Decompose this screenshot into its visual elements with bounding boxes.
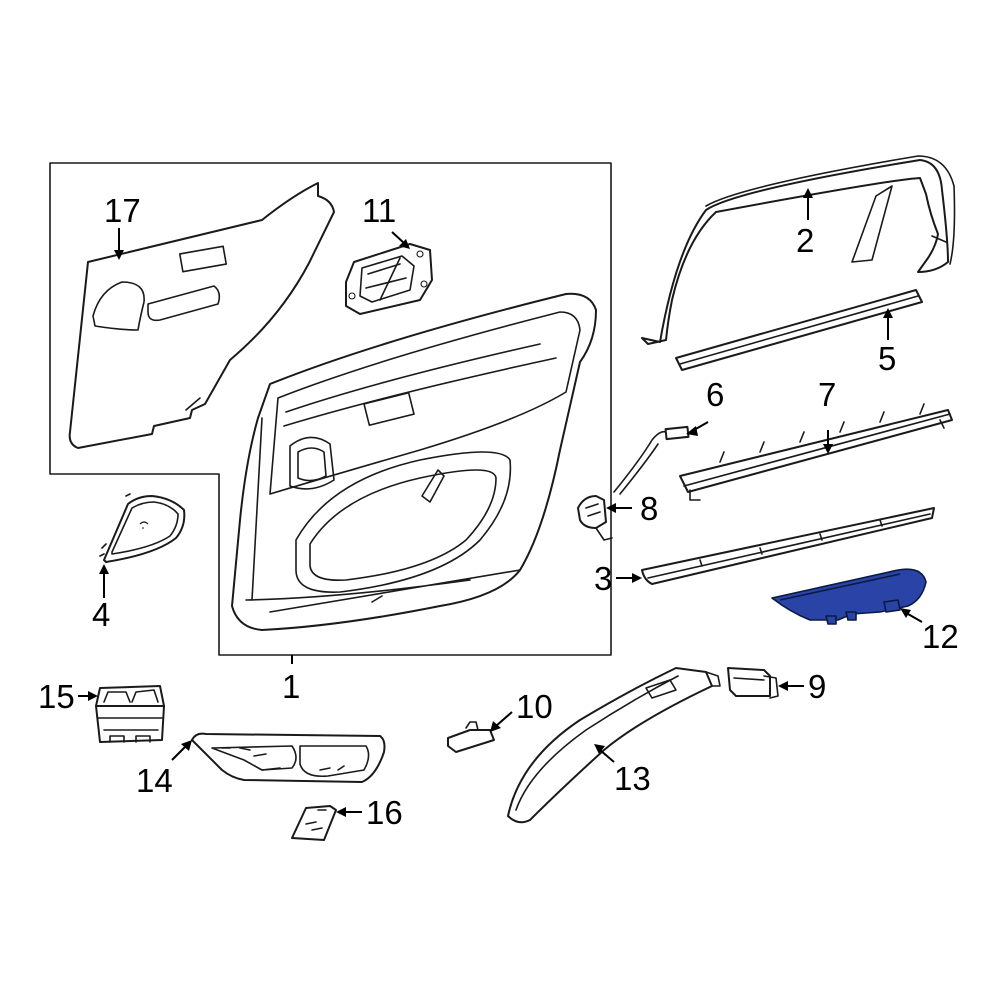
part-6-cable[interactable] <box>613 425 690 495</box>
callout-3: 3 <box>594 560 612 597</box>
part-3-lower-strip[interactable] <box>641 507 935 585</box>
assembly-outline <box>49 162 612 656</box>
callout-8: 8 <box>640 490 658 527</box>
part-13-pillar-trim[interactable] <box>507 667 721 824</box>
callout-9: 9 <box>808 668 826 705</box>
callout-12: 12 <box>922 618 959 655</box>
callout-2: 2 <box>796 222 814 259</box>
part-14-switch-bezel[interactable] <box>191 732 386 783</box>
callout-13: 13 <box>614 760 651 797</box>
leader-lines <box>78 188 923 817</box>
part-5-belt-seal[interactable] <box>675 289 923 371</box>
part-9-connector[interactable] <box>727 667 779 699</box>
part-12-armrest-cover[interactable] <box>771 568 927 625</box>
part-10-clip[interactable] <box>447 721 495 753</box>
part-4-speaker-grille[interactable] <box>99 493 186 563</box>
callout-1: 1 <box>282 668 300 705</box>
callout-16: 16 <box>366 794 403 831</box>
part-16-clip[interactable] <box>291 805 337 841</box>
part-1-door-panel[interactable] <box>231 292 597 631</box>
callout-11: 11 <box>362 192 396 229</box>
part-7-armrest-trim[interactable] <box>679 403 953 501</box>
callout-14: 14 <box>136 762 173 799</box>
part-8-sensor[interactable] <box>577 495 613 541</box>
callout-7: 7 <box>818 376 836 413</box>
part-2-window-frame[interactable] <box>641 155 956 345</box>
callout-6: 6 <box>706 376 724 413</box>
part-17-insulator[interactable] <box>68 182 335 449</box>
callout-17: 17 <box>104 192 141 229</box>
callout-5: 5 <box>878 340 896 377</box>
part-11-handle-bracket[interactable] <box>345 243 433 315</box>
callout-labels: 17 11 2 5 6 7 8 3 12 4 1 15 14 16 10 13 … <box>38 192 959 831</box>
part-15-window-switch[interactable] <box>95 685 165 743</box>
callout-10: 10 <box>516 688 553 725</box>
callout-4: 4 <box>92 596 110 633</box>
callout-15: 15 <box>38 678 75 715</box>
